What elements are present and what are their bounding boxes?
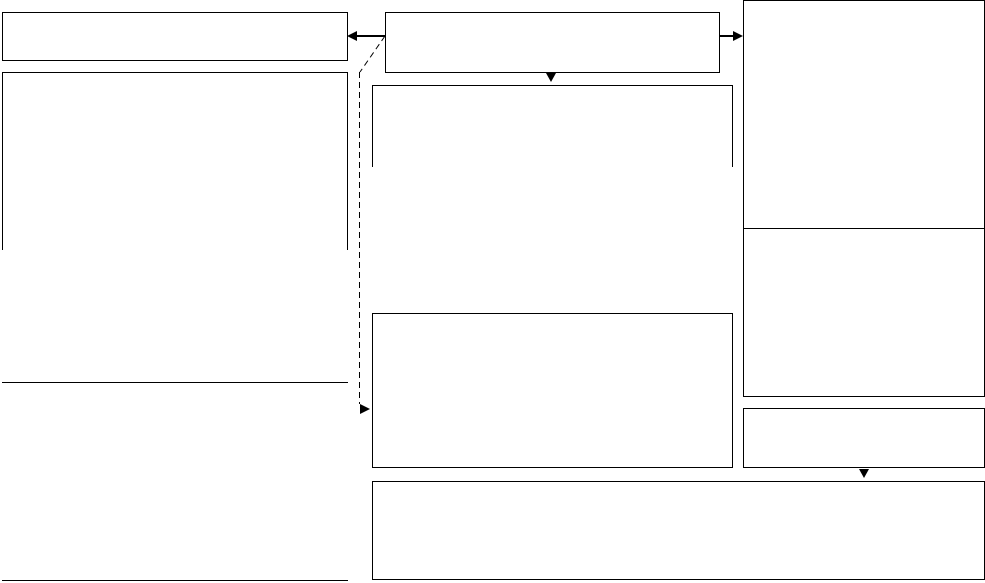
right-middle-box (743, 228, 985, 397)
arrowhead-down-right-icon (859, 469, 869, 478)
arrowhead-left-icon (347, 31, 357, 41)
center-top-box (385, 12, 720, 73)
arrow-to-left-top-box (347, 31, 385, 41)
center-lower-box (372, 313, 733, 468)
arrow-to-right-tall-box (720, 31, 743, 41)
right-small-box (743, 408, 985, 468)
left-top-box (2, 12, 348, 61)
right-tall-box (743, 0, 985, 229)
center-upper-panel (372, 85, 733, 167)
arrowhead-down-center-icon (546, 73, 556, 82)
left-panel (2, 72, 348, 581)
bottom-wide-box (372, 481, 985, 580)
dashed-connector (359, 35, 386, 414)
arrowhead-dashed-right-icon (360, 404, 370, 414)
arrowhead-right-icon (733, 31, 743, 41)
dashed-connector-diagonal (359, 35, 386, 73)
